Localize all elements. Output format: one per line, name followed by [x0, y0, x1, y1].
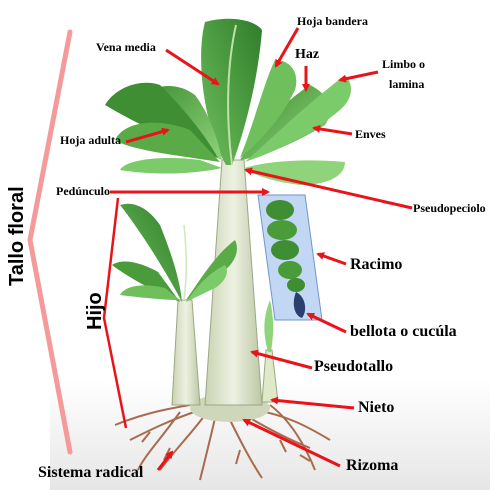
label-hoja-bandera: Hoja bandera [297, 14, 369, 28]
pointer-arrows [110, 27, 413, 471]
label-sistema-radical: Sistema radical [38, 464, 144, 481]
label-limbo: Limbo o [382, 57, 426, 71]
label-enves: Enves [355, 127, 386, 141]
label-lamina: lamina [389, 77, 425, 91]
sucker-bracket [102, 197, 128, 429]
label-tallo-floral: Tallo floral [6, 186, 28, 286]
arrow-bellota [306, 312, 347, 334]
arrow-rizoma [242, 418, 341, 468]
label-nieto: Nieto [358, 399, 395, 416]
arrow-pseudopeciolo [244, 167, 413, 210]
peeper-leaf [264, 300, 274, 352]
label-pseudotallo: Pseudotallo [314, 358, 394, 375]
bell-shape [293, 292, 306, 318]
arrow-vena-media [165, 48, 220, 86]
arrow-sistema-radical [156, 450, 174, 471]
label-vena-media: Vena media [96, 40, 156, 54]
label-pseudopeciolo: Pseudopeciolo [413, 201, 486, 215]
label-bellota: bellota o cucúla [350, 323, 457, 340]
sucker-stem [171, 299, 201, 406]
arrow-hoja-bandera [274, 27, 300, 68]
label-hoja-adulta: Hoja adulta [60, 133, 122, 147]
arrow-enves [312, 124, 353, 136]
arrow-limbo [338, 70, 379, 83]
label-hijo: Hijo [84, 292, 106, 330]
sucker-leaves [112, 203, 237, 302]
arrow-hoja-adulta [125, 127, 170, 144]
main-leaves [105, 18, 352, 185]
label-haz: Haz [295, 47, 320, 62]
arrow-nieto [270, 396, 355, 410]
main-pseudostem [204, 159, 263, 406]
label-pedunculo: Pedúnculo [56, 184, 111, 198]
label-racimo: Racimo [350, 256, 403, 273]
arrow-pseudotallo [250, 349, 313, 370]
arrow-racimo [316, 252, 347, 266]
label-rizoma: Rizoma [346, 457, 399, 474]
fruit-bunch [266, 200, 305, 292]
floral-stem-bracket [27, 29, 73, 455]
